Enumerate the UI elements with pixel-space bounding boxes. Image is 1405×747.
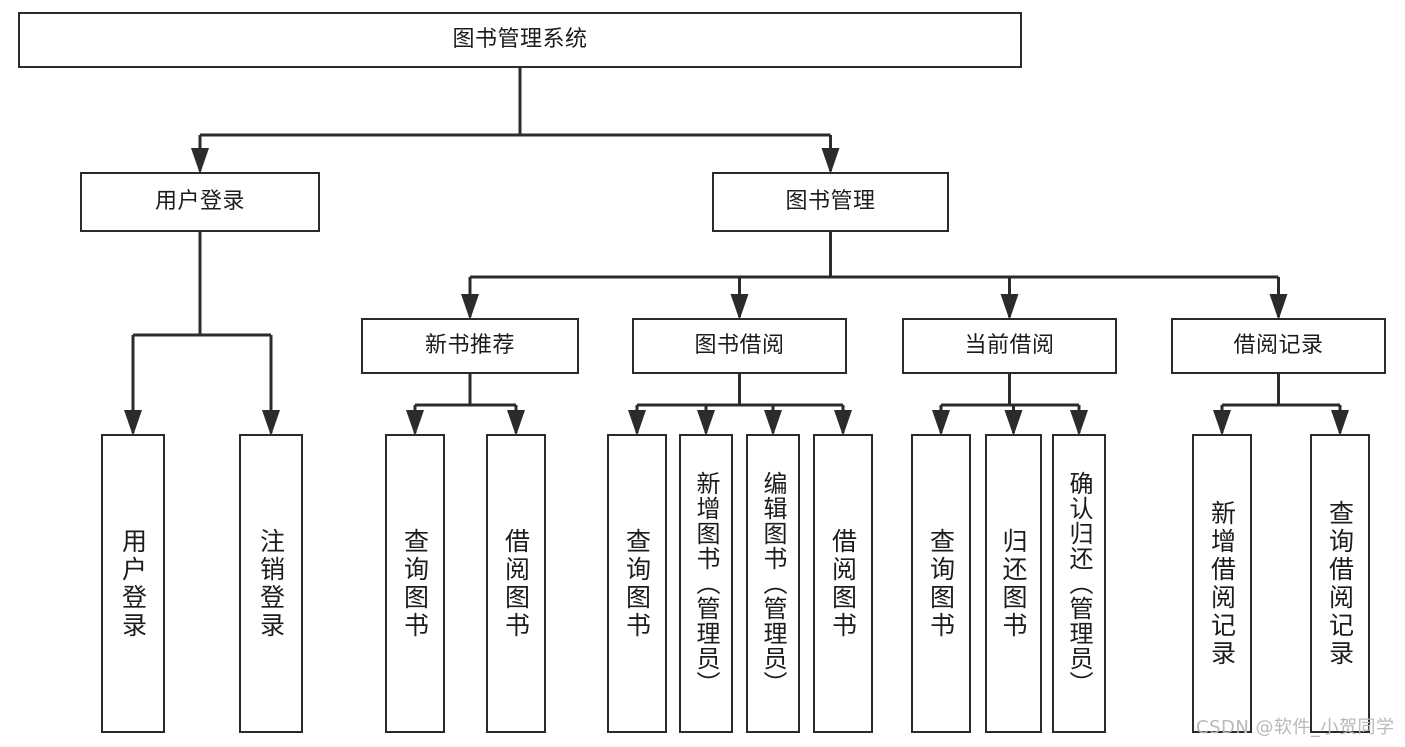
node-label: 归还图书	[999, 527, 1028, 640]
node-book-borrow[interactable]: 图书借阅	[632, 318, 847, 374]
leaf-query-borrow-record[interactable]: 查询借阅记录	[1310, 434, 1370, 733]
node-label: 图书管理系统	[452, 26, 588, 52]
node-label: 借阅图书	[501, 527, 531, 640]
node-label: 借阅记录	[1233, 332, 1324, 358]
node-root-system[interactable]: 图书管理系统	[18, 12, 1022, 68]
node-label: 查询图书	[400, 527, 430, 640]
leaf-return-book[interactable]: 归还图书	[985, 434, 1042, 733]
node-label: 图书借阅	[694, 332, 785, 358]
node-label: 新增图书（管理员）	[692, 471, 720, 696]
node-label: 注销登录	[256, 527, 286, 640]
node-label: 查询借阅记录	[1325, 499, 1355, 668]
leaf-add-book-admin[interactable]: 新增图书（管理员）	[679, 434, 733, 733]
node-label: 当前借阅	[964, 332, 1055, 358]
node-label: 确认归还（管理员）	[1065, 471, 1093, 696]
node-new-book-recommend[interactable]: 新书推荐	[361, 318, 579, 374]
leaf-borrow-book-2[interactable]: 借阅图书	[813, 434, 873, 733]
watermark-text: CSDN @软件_小贺同学	[1196, 717, 1395, 738]
leaf-query-book-2[interactable]: 查询图书	[607, 434, 667, 733]
node-label: 编辑图书（管理员）	[759, 471, 787, 696]
node-book-manage[interactable]: 图书管理	[712, 172, 949, 232]
leaf-add-borrow-record[interactable]: 新增借阅记录	[1192, 434, 1252, 733]
leaf-user-login[interactable]: 用户登录	[101, 434, 165, 733]
leaf-edit-book-admin[interactable]: 编辑图书（管理员）	[746, 434, 800, 733]
leaf-logout[interactable]: 注销登录	[239, 434, 303, 733]
node-label: 新书推荐	[424, 332, 515, 358]
node-label: 查询图书	[622, 527, 652, 640]
leaf-query-book-3[interactable]: 查询图书	[911, 434, 971, 733]
node-label: 借阅图书	[828, 527, 858, 640]
node-current-borrow[interactable]: 当前借阅	[902, 318, 1117, 374]
node-label: 新增借阅记录	[1207, 499, 1237, 668]
leaf-borrow-book-1[interactable]: 借阅图书	[486, 434, 546, 733]
node-user-login[interactable]: 用户登录	[80, 172, 320, 232]
leaf-confirm-return-admin[interactable]: 确认归还（管理员）	[1052, 434, 1106, 733]
node-borrow-record[interactable]: 借阅记录	[1171, 318, 1386, 374]
leaf-query-book-1[interactable]: 查询图书	[385, 434, 445, 733]
node-label: 查询图书	[926, 527, 956, 640]
node-label: 用户登录	[154, 188, 245, 214]
node-label: 图书管理	[785, 188, 876, 214]
node-label: 用户登录	[118, 527, 148, 640]
